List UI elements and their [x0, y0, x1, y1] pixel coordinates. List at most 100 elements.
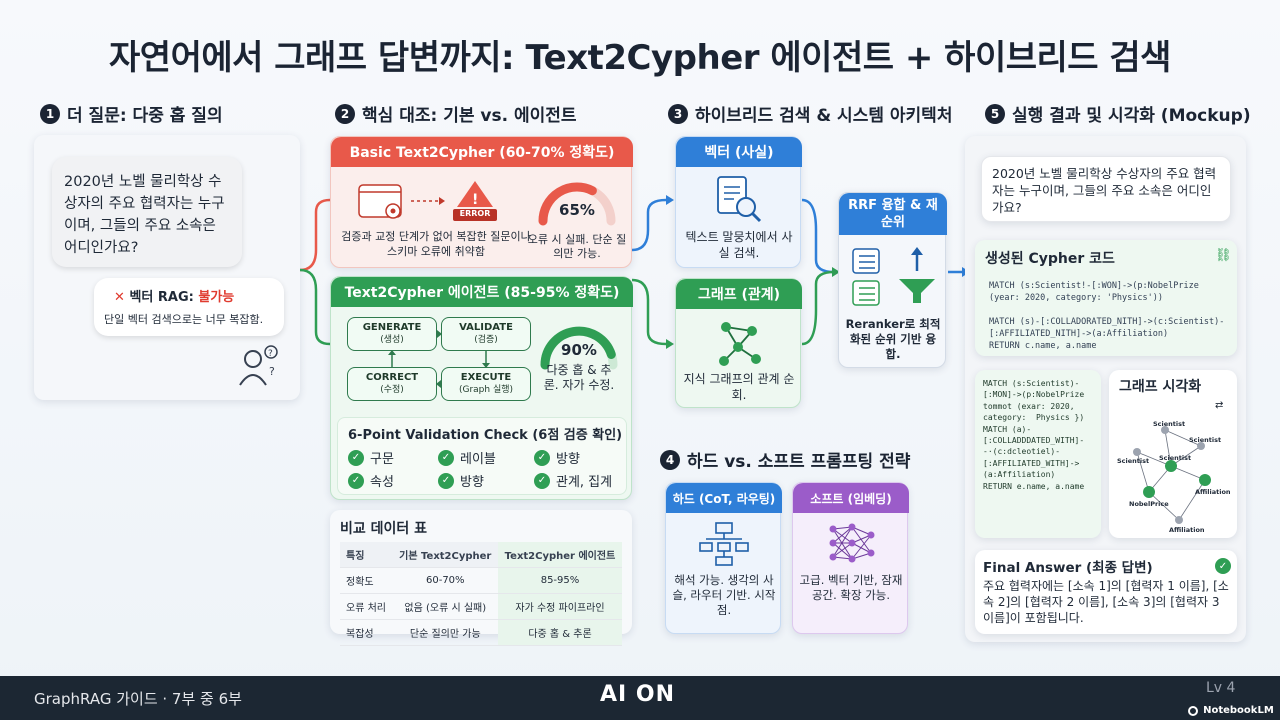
check-icon: ✓ [348, 472, 364, 489]
hard-header: 하드 (CoT, 라우팅) [666, 483, 782, 513]
comparison-title: 비교 데이터 표 [340, 521, 428, 537]
soft-desc: 고급. 벡터 기반, 잠재 공간. 확장 가능. [799, 573, 903, 602]
graph-header: 그래프 (관계) [676, 279, 802, 309]
basic-gauge [538, 182, 616, 226]
vector-rag-bubble: ✕ 벡터 RAG: 불가능 단일 벡터 검색으로는 너무 복잡함. [94, 278, 284, 336]
graph-node-label: Scientist [1159, 454, 1191, 462]
check-icon: ✓ [438, 449, 454, 466]
validation-title: 6-Point Validation Check (6점 검증 확인) [348, 428, 623, 443]
merge-arrows [631, 195, 674, 349]
section-3-heading: 3 하이브리드 검색 & 시스템 아키텍처 [668, 101, 952, 126]
svg-text:?: ? [269, 365, 275, 378]
basic-header: Basic Text2Cypher (60-70% 정확도) [331, 137, 633, 167]
basic-card: Basic Text2Cypher (60-70% 정확도) ! ERROR 검… [330, 136, 633, 268]
basic-gauge-desc: 오류 시 실패. 단순 질의만 가능. [527, 233, 627, 260]
vector-header: 벡터 (사실) [676, 137, 802, 167]
graph-desc: 지식 그래프의 관계 순회. [683, 372, 795, 402]
section-1-number: 1 [40, 103, 60, 124]
hard-prompting-card: 하드 (CoT, 라우팅) 해석 가능. 생각의 사슬, 라우터 기반. 시작점… [665, 482, 782, 634]
check-item: ✓레이블 [438, 448, 496, 467]
notebooklm-text: NotebookLM [1203, 705, 1274, 716]
section-5-title: 실행 결과 및 시각화 (Mockup) [1012, 106, 1251, 126]
graph-viz-card: 그래프 시각화 ⇄ Scientist Scientist Scientist … [1109, 370, 1237, 538]
footer-bar: GraphRAG 가이드 · 7부 중 6부 AI ON Lv 4 Notebo… [0, 676, 1280, 720]
fusion-arrows [801, 198, 840, 346]
graph-node-label: Affiliation [1195, 488, 1231, 496]
section-2-heading: 2 핵심 대조: 기본 vs. 에이전트 [335, 101, 577, 126]
soft-header: 소프트 (임베딩) [793, 483, 909, 513]
check-icon: ✓ [348, 449, 364, 466]
check-item: ✓속성 [348, 471, 394, 490]
soft-prompting-card: 소프트 (임베딩) 고급. 벡터 기반, 잠재 공간. 확장 가능. [792, 482, 909, 634]
vector-card: 벡터 (사실) 텍스트 말뭉치에서 사실 검색. [675, 136, 802, 268]
swap-icon[interactable]: ⇄ [1215, 400, 1224, 411]
rrf-desc: Reranker로 최적화된 순위 기반 융합. [845, 317, 941, 361]
agent-gauge-value: 90% [561, 341, 597, 359]
check-icon: ✓ [534, 449, 550, 466]
question-bubble: 2020년 노벨 물리학상 수상자의 주요 협력자는 누구이며, 그들의 주요 … [52, 157, 242, 267]
graph-network-icon [719, 322, 761, 366]
graph-node-label: Affiliation [1169, 526, 1205, 534]
section-4-heading: 4 하드 vs. 소프트 프롬프팅 전략 [660, 447, 910, 472]
final-answer-card: Final Answer (최종 답변) ✓ 주요 협력자에는 [소속 1]의 … [975, 550, 1237, 634]
notebooklm-logo: NotebookLM [1188, 700, 1278, 716]
section-2-number: 2 [335, 103, 355, 124]
confused-person-icon: ? ? [239, 345, 278, 386]
vector-rag-status: 불가능 [198, 290, 235, 305]
footer-caption: GraphRAG 가이드 · 7부 중 6부 [34, 690, 242, 708]
vector-rag-prefix: 벡터 RAG: [129, 290, 199, 305]
section-3-title: 하이브리드 검색 & 시스템 아키텍처 [695, 106, 953, 126]
section-3-number: 3 [668, 103, 688, 124]
page-title: 자연어에서 그래프 답변까지: Text2Cypher 에이전트 + 하이브리드… [109, 38, 1171, 78]
rrf-header: RRF 융합 & 재순위 [839, 193, 947, 235]
section-4-number: 4 [660, 449, 680, 470]
hard-desc: 해석 가능. 생각의 사슬, 라우터 기반. 시작점. [672, 573, 776, 617]
agent-card: Text2Cypher 에이전트 (85-95% 정확도) GENERATE(생… [330, 276, 633, 500]
check-circle-icon: ✓ [1215, 558, 1231, 574]
check-icon: ✓ [438, 472, 454, 489]
step-validate: VALIDATE(검증) [441, 317, 531, 351]
section-5-number: 5 [985, 103, 1005, 124]
graph-node-label: Scientist [1117, 457, 1149, 465]
vector-desc: 텍스트 말뭉치에서 사실 검색. [685, 230, 793, 260]
graph-viz-title: 그래프 시각화 [1119, 379, 1202, 395]
rrf-card: RRF 융합 & 재순위 Reranker로 최적화된 순위 기반 융합. [838, 192, 947, 368]
link-icon[interactable]: ⛓ [1215, 248, 1232, 263]
question-panel: 2020년 노벨 물리학상 수상자의 주요 협력자는 누구이며, 그들의 주요 … [34, 135, 300, 400]
page-level: Lv 4 [1206, 680, 1236, 696]
cypher-code: MATCH (s:Scientist!-[:WON]->(p:NobelPriz… [989, 281, 1225, 351]
graph-visualization: Scientist Scientist Scientist Scientist … [1117, 420, 1231, 534]
section-2-title: 핵심 대조: 기본 vs. 에이전트 [362, 106, 577, 126]
results-panel: 2020년 노벨 물리학상 수상자의 주요 협력자는 누구이며, 그들의 주요 … [965, 136, 1246, 642]
graph-node-label: Scientist [1153, 420, 1185, 428]
step-generate: GENERATE(생성) [347, 317, 437, 351]
final-answer-title: Final Answer (최종 답변) [983, 560, 1153, 576]
code-block-2: MATCH (s:Scientist)- [:MON]->(p:NobelPri… [983, 379, 1085, 491]
section-5-heading: 5 실행 결과 및 시각화 (Mockup) [985, 101, 1251, 126]
cypher-title: 생성된 Cypher 코드 [985, 251, 1115, 267]
agent-gauge [540, 326, 618, 370]
svg-text:?: ? [268, 349, 273, 359]
cross-icon: ✕ [114, 290, 125, 305]
validation-panel: 6-Point Validation Check (6점 검증 확인) ✓구문 … [337, 417, 627, 495]
agent-gauge-desc: 다중 홉 & 추론. 자가 수정. [543, 363, 615, 392]
results-question: 2020년 노벨 물리학상 수상자의 주요 협력자는 누구이며, 그들의 주요 … [981, 156, 1231, 222]
final-answer-text: 주요 협력자에는 [소속 1]의 [협력자 1 이름], [소속 2]의 [협력… [983, 579, 1229, 625]
basic-gauge-value: 65% [559, 201, 595, 219]
graph-card: 그래프 (관계) 지식 그래프의 관계 순회. [675, 278, 802, 408]
rerank-funnel-icon [852, 247, 935, 306]
agent-header: Text2Cypher 에이전트 (85-95% 정확도) [331, 277, 633, 307]
ai-on-logo: AI ON [600, 682, 675, 707]
error-warning-icon: ! [453, 181, 497, 221]
section-4-title: 하드 vs. 소프트 프롬프팅 전략 [687, 452, 911, 472]
code-card-2: MATCH (s:Scientist)- [:MON]->(p:NobelPri… [975, 370, 1101, 538]
section-1-title: 더 질문: 다중 홉 질의 [67, 106, 223, 126]
check-item: ✓방향 [438, 471, 484, 490]
browser-settings-icon [358, 184, 445, 219]
